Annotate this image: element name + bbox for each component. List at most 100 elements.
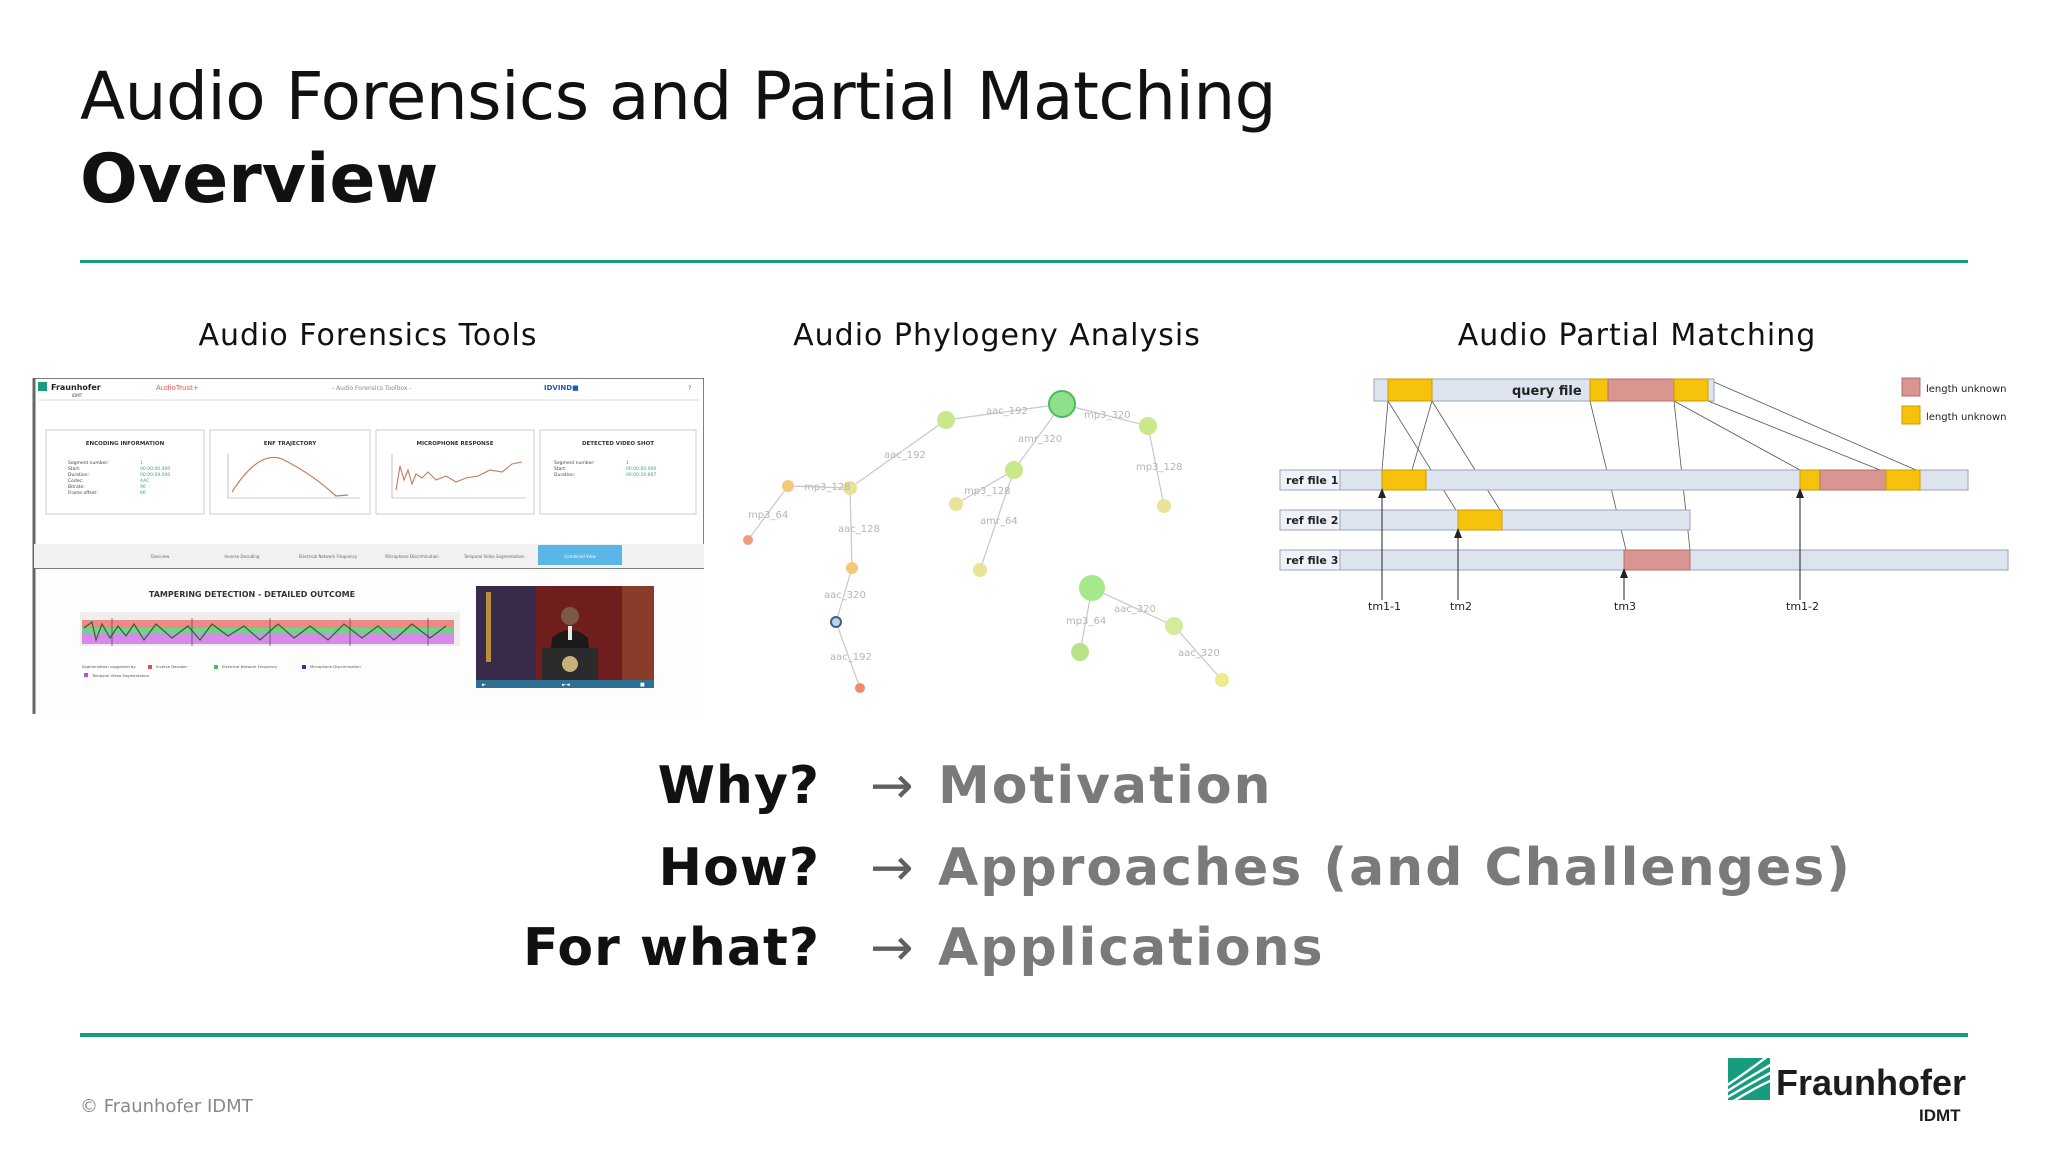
heading-forensics-tools: Audio Forensics Tools: [198, 318, 538, 353]
heading-partial-matching: Audio Partial Matching: [1457, 318, 1817, 353]
video-value: 00:00:00.000: [626, 466, 656, 472]
phylo-label: mp3_64: [1066, 616, 1106, 627]
ref-file-label: ref file 1: [1286, 474, 1338, 487]
phylo-label: amr_320: [1018, 434, 1062, 445]
toolbox-tab[interactable]: Temporal Video Segmentation: [463, 554, 525, 559]
question-text: Why?: [657, 756, 820, 816]
video-value: 00:00:20.667: [626, 472, 656, 478]
query-file-label: query file: [1512, 384, 1582, 399]
enf-curve: [231, 456, 349, 497]
toolbox-header-center: - Audio Forensics Toolbox -: [332, 385, 411, 392]
legend-label: length unknown: [1926, 412, 2007, 423]
legend-swatch-pink: [1901, 377, 1921, 397]
phylo-label: amr_64: [980, 516, 1018, 527]
enc-label: Duration:: [68, 472, 89, 478]
fraunhofer-logo-icon: [1728, 1058, 1770, 1100]
toolbox-tab[interactable]: Electrical Network Frequency: [299, 554, 358, 559]
toolbox-logo-text: Fraunhofer: [51, 383, 101, 392]
tampering-title: TAMPERING DETECTION - DETAILED OUTCOME: [149, 590, 355, 599]
legend-swatch-yellow: [1901, 405, 1921, 425]
enc-value: 96: [140, 484, 146, 490]
enc-label: Segment number:: [68, 460, 109, 466]
legend-label: length unknown: [1926, 384, 2007, 395]
answer-text: Applications: [938, 918, 1325, 978]
enc-value: 00:00:00.400: [140, 466, 170, 472]
answer-text: Approaches (and Challenges): [938, 838, 1852, 898]
time-marker-arrows: [1381, 490, 1801, 600]
phylo-label: aac_320: [824, 590, 866, 601]
phylo-label: aac_320: [1178, 648, 1220, 659]
fraunhofer-logo-text: Fraunhofer: [1776, 1062, 1967, 1103]
ref-file-label: ref file 2: [1286, 514, 1338, 527]
enc-label: Bitrate:: [68, 484, 85, 490]
fraunhofer-logo-sub: IDMT: [1919, 1106, 1961, 1125]
video-controls[interactable]: [476, 680, 654, 688]
tab-active-highlight: [538, 545, 622, 565]
video-stop-icon: ■: [640, 682, 645, 688]
video-frame-image: ► ►◄ ■: [476, 586, 654, 688]
tamper-legend-lead: Segmentation suggested by:: [82, 664, 137, 669]
tamper-legend-item: Inverse Decoder: [156, 664, 188, 669]
bottom-divider: [80, 1033, 1968, 1037]
video-label: Start:: [554, 466, 567, 472]
card-title-enf: ENF TRAJECTORY: [264, 441, 317, 447]
toolbox-logo-sub: IDMT: [72, 393, 83, 398]
phylo-label: aac_192: [884, 450, 926, 461]
phylo-label: mp3_128: [804, 482, 851, 493]
toolbox-tab[interactable]: Inverse Decoding: [225, 554, 260, 559]
question-text: For what?: [522, 918, 820, 978]
toolbox-tab[interactable]: Combined View: [564, 554, 596, 559]
question-row-for-what: For what? → Applications: [0, 918, 2048, 988]
enc-value: 00:00:09.000: [140, 472, 170, 478]
phylo-label: aac_128: [838, 524, 880, 535]
toolbox-app-name: AudioTrust+: [156, 384, 199, 392]
top-divider: [80, 260, 1968, 263]
tamper-legend-item: Electrical Network Frequency: [222, 664, 278, 669]
mic-response-curve: [395, 461, 523, 491]
card-title-video-shot: DETECTED VIDEO SHOT: [582, 441, 654, 447]
phylogeny-nodes: [743, 390, 1229, 693]
tampering-timeline: [80, 612, 460, 646]
toolbox-help-icon[interactable]: ?: [688, 385, 691, 392]
time-marker-label: tm1-1: [1368, 600, 1401, 613]
enc-value: 1: [140, 460, 143, 466]
toolbox-tab[interactable]: Microphone Discrimination: [385, 554, 439, 559]
phylogeny-graph: aac_192 mp3_320 amr_320 aac_192 mp3_128 …: [743, 390, 1229, 693]
video-label: Duration:: [554, 472, 575, 478]
time-marker-label: tm3: [1614, 600, 1636, 613]
copyright: © Fraunhofer IDMT: [80, 1096, 253, 1117]
toolbox-tab[interactable]: Overview: [151, 554, 171, 559]
title-line-1: Audio Forensics and Partial Matching: [80, 58, 1277, 135]
enc-label: Start:: [68, 466, 81, 472]
arrow-right-icon: →: [870, 756, 914, 816]
video-value: 1: [626, 460, 629, 466]
video-play-icon: ►: [482, 682, 486, 688]
partial-matching-diagram: query file length unknown length unknown…: [1279, 377, 2009, 613]
phylo-label: mp3_320: [1084, 410, 1131, 421]
enc-label: Frame offset:: [68, 490, 98, 496]
question-text: How?: [658, 838, 820, 898]
enc-label: Codec:: [68, 478, 84, 484]
question-row-why: Why? → Motivation: [0, 756, 2048, 826]
tamper-legend-item: Microphone Discrimination: [310, 664, 361, 669]
toolbox-logo-icon: [38, 382, 47, 391]
card-title-microphone: MICROPHONE RESPONSE: [416, 441, 493, 447]
forensics-toolbox-screenshot: Fraunhofer IDMT AudioTrust+ - Audio Fore…: [32, 378, 704, 714]
phylo-label: aac_192: [830, 652, 872, 663]
toolbox-brand: IDVIND■: [544, 384, 579, 392]
arrow-right-icon: →: [870, 838, 914, 898]
video-label: Segment number:: [554, 460, 595, 466]
enc-value: 66: [140, 490, 146, 496]
phylo-label: mp3_128: [964, 486, 1011, 497]
ref-file-label: ref file 3: [1286, 554, 1338, 567]
heading-phylogeny: Audio Phylogeny Analysis: [793, 318, 1201, 353]
phylo-label: aac_192: [986, 406, 1028, 417]
time-marker-label: tm2: [1450, 600, 1472, 613]
phylo-label: mp3_128: [1136, 462, 1183, 473]
phylo-label: aac_320: [1114, 604, 1156, 615]
answer-text: Motivation: [938, 756, 1273, 816]
tamper-legend-item: Temporal Video Segmentation: [91, 673, 150, 678]
phylo-label: mp3_64: [748, 510, 788, 521]
title-line-2: Overview: [80, 140, 439, 219]
question-row-how: How? → Approaches (and Challenges): [0, 838, 2048, 908]
